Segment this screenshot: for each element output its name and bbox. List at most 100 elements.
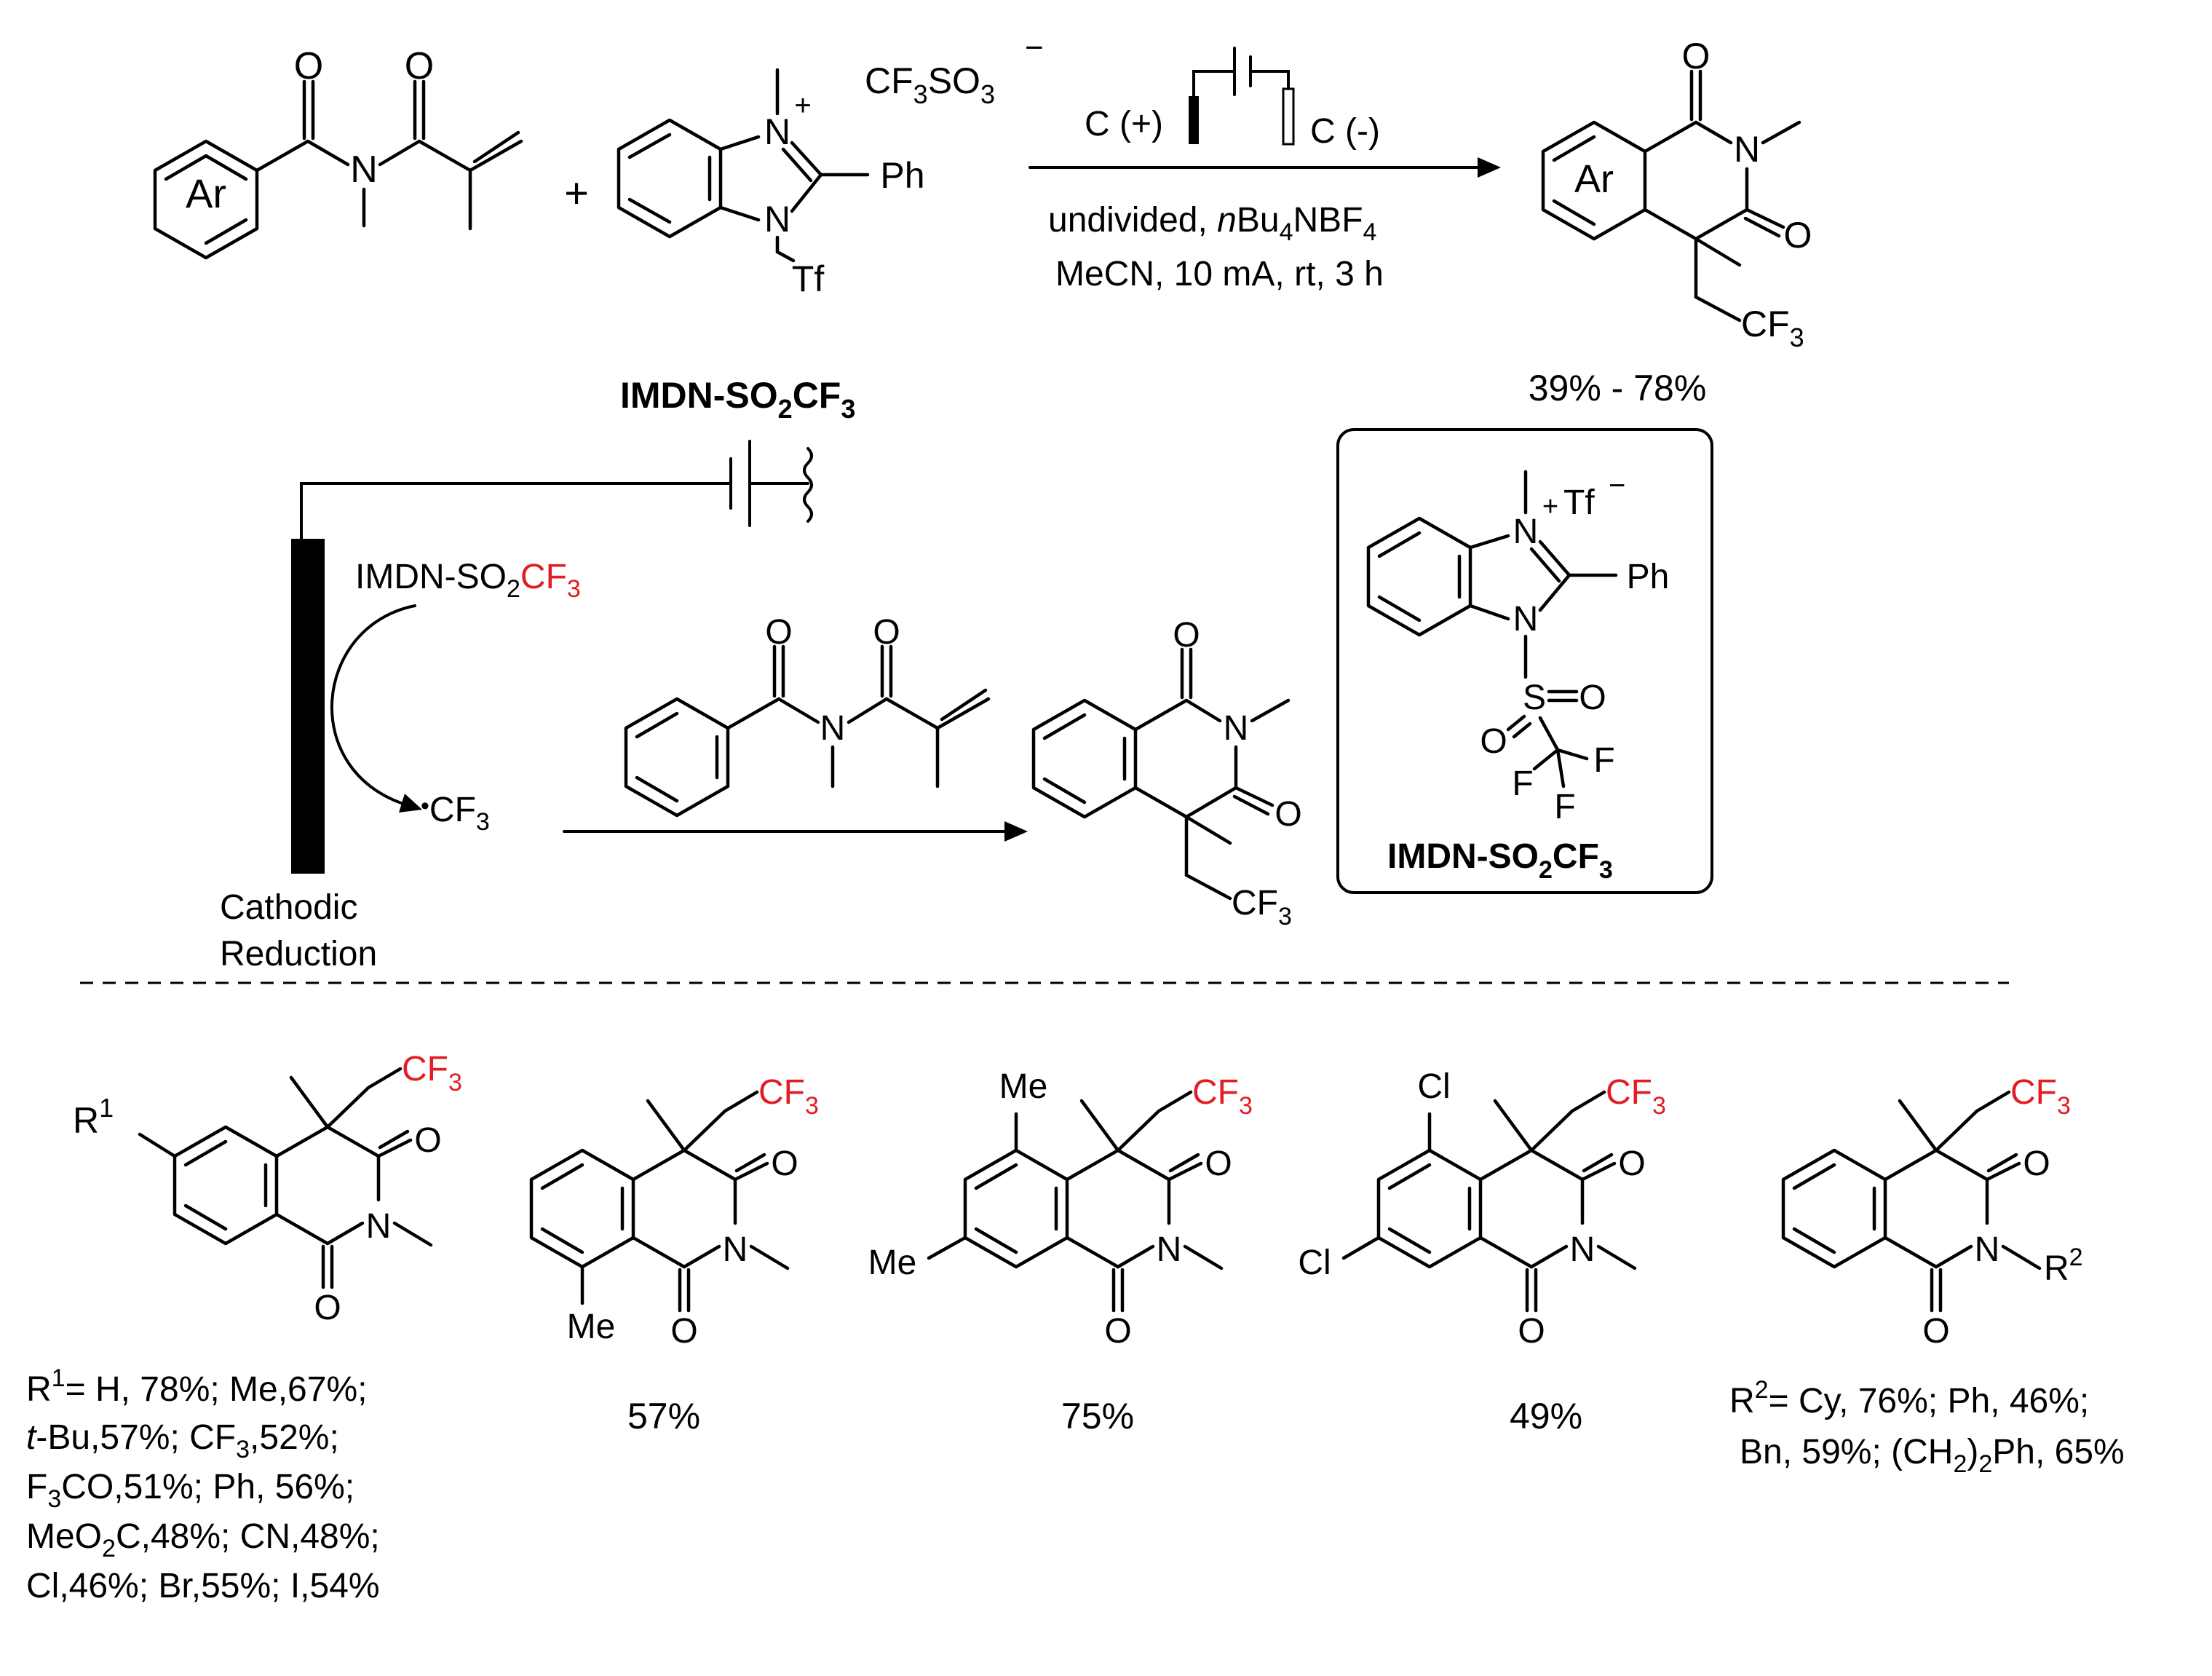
yield-range: 39% - 78% bbox=[1529, 368, 1707, 408]
reagent-phenyl: Ph bbox=[880, 155, 924, 196]
substrate-o1: O bbox=[294, 45, 323, 87]
reagent-name-label: IMDN-SO2CF3 bbox=[620, 375, 855, 424]
box-tf: Tf bbox=[1563, 483, 1595, 522]
product-o-top: O bbox=[1682, 36, 1710, 76]
scope-2-o-bottom: O bbox=[670, 1312, 697, 1351]
scope-2-n: N bbox=[723, 1230, 748, 1269]
scope-2-o-right: O bbox=[771, 1145, 798, 1183]
box-n-charge: + bbox=[1542, 491, 1558, 522]
scope-1-cf3: CF3 bbox=[402, 1050, 462, 1096]
scope-3-o-right: O bbox=[1205, 1145, 1232, 1183]
mechanism-substrate-o1: O bbox=[765, 613, 792, 652]
scope-1-line-4: MeO2C,48%; CN,48%; bbox=[26, 1517, 380, 1562]
reagent-tf: Tf bbox=[792, 258, 825, 299]
box-o-left: O bbox=[1480, 722, 1507, 761]
substrate-structure: Ar O N O bbox=[153, 45, 523, 260]
product-structure: Ar O N O CF3 bbox=[1541, 36, 1812, 352]
scope-4-o-bottom: O bbox=[1518, 1312, 1545, 1351]
scope-3-me-left: Me bbox=[868, 1244, 917, 1282]
scope-1-line-2: t-Bu,57%; CF3,52%; bbox=[26, 1418, 339, 1463]
reagent-n-charge: + bbox=[794, 90, 811, 122]
scope-1-o-bottom: O bbox=[314, 1289, 341, 1327]
box-o-right: O bbox=[1579, 679, 1606, 717]
product-n: N bbox=[1734, 129, 1760, 170]
mechanism-reagent: IMDN-SO2CF3 bbox=[355, 558, 581, 603]
box-sulfur: S bbox=[1523, 679, 1546, 717]
scope-2-yield: 57% bbox=[627, 1396, 700, 1436]
reagent-structure-box: N + Tf − Ph N S O O F F F IMDN-SO2CF3 bbox=[1336, 428, 1713, 894]
box-n-top: N bbox=[1513, 513, 1539, 551]
scope-5-line-1: R2= Cy, 76%; Ph, 46%; bbox=[1729, 1376, 2089, 1420]
scope-4-cf3: CF3 bbox=[1606, 1073, 1666, 1120]
substrate-o2: O bbox=[405, 45, 434, 87]
electrochemical-cell-icon bbox=[1189, 47, 1295, 146]
scope-5-r2: R2 bbox=[2044, 1244, 2083, 1288]
cf3-radical: •CF3 bbox=[421, 791, 490, 836]
mechanism-arrow bbox=[563, 821, 1028, 842]
mechanism-product-o-right: O bbox=[1275, 795, 1301, 834]
mechanism-product-o-top: O bbox=[1173, 616, 1200, 655]
scope-1-line-3: F3CO,51%; Ph, 56%; bbox=[26, 1468, 354, 1513]
plus-sign: + bbox=[564, 170, 589, 217]
box-f-left: F bbox=[1512, 764, 1533, 803]
electron-transfer-arrow bbox=[330, 604, 422, 813]
mechanism-product-structure: O N O CF3 bbox=[1031, 616, 1302, 930]
mechanism-product-cf3: CF3 bbox=[1232, 884, 1292, 930]
anode-label: C (+) bbox=[1085, 105, 1163, 143]
scope-2-cf3: CF3 bbox=[758, 1073, 819, 1120]
scope-3-n: N bbox=[1157, 1230, 1182, 1269]
scope-2-me: Me bbox=[567, 1308, 616, 1346]
scope-1-n: N bbox=[366, 1207, 392, 1246]
reaction-arrow bbox=[1028, 157, 1501, 178]
box-name-label: IMDN-SO2CF3 bbox=[1387, 837, 1613, 884]
scope-4-cl-left: Cl bbox=[1298, 1244, 1331, 1282]
scope-compound-2: Me O N O CF3 57% bbox=[531, 1073, 819, 1436]
mechanism-product-n: N bbox=[1224, 709, 1249, 748]
electrode-label-line-1: Cathodic bbox=[220, 888, 357, 927]
substrate-n: N bbox=[350, 149, 378, 191]
scope-1-line-5: Cl,46%; Br,55%; I,54% bbox=[26, 1567, 380, 1605]
conditions-line-1: undivided, nBu4NBF4 bbox=[1048, 201, 1376, 246]
scope-4-yield: 49% bbox=[1510, 1396, 1582, 1436]
substrate-ring-label: Ar bbox=[186, 170, 226, 216]
scope-compound-4: Cl Cl O N O CF3 49% bbox=[1298, 1067, 1666, 1436]
scope-3-cf3: CF3 bbox=[1192, 1073, 1253, 1120]
scope-5-n: N bbox=[1975, 1230, 2000, 1269]
scope-compound-5: O N R2 O CF3 R2= Cy, 76%; Ph, 46%; Bn, 5… bbox=[1729, 1073, 2125, 1478]
scope-4-cl-top: Cl bbox=[1417, 1067, 1450, 1106]
scope-5-o-right: O bbox=[2023, 1145, 2050, 1183]
reagent-n-bottom: N bbox=[764, 199, 790, 240]
scope-3-o-bottom: O bbox=[1104, 1312, 1131, 1351]
box-n-bottom: N bbox=[1513, 600, 1539, 639]
box-tf-charge: − bbox=[1609, 470, 1625, 502]
scope-5-o-bottom: O bbox=[1922, 1312, 1949, 1351]
scope-4-o-right: O bbox=[1618, 1145, 1645, 1183]
product-cf3: CF3 bbox=[1741, 304, 1804, 352]
cathode-label: C (-) bbox=[1310, 112, 1380, 151]
product-ring-label: Ar bbox=[1574, 157, 1614, 201]
cathode-electrode-icon bbox=[291, 440, 813, 874]
scope-1-o-right: O bbox=[414, 1121, 441, 1160]
mechanism-substrate-n: N bbox=[820, 709, 846, 748]
conditions-line-2: MeCN, 10 mA, rt, 3 h bbox=[1055, 255, 1384, 293]
scope-3-yield: 75% bbox=[1061, 1396, 1134, 1436]
reagent-counterion: CF3SO3 bbox=[865, 60, 995, 109]
reagent-n-top: N bbox=[764, 111, 790, 152]
scope-3-me-top: Me bbox=[999, 1067, 1048, 1106]
scope-4-n: N bbox=[1570, 1230, 1595, 1269]
reagent-counterion-charge: − bbox=[1025, 30, 1044, 66]
mechanism-substrate-o2: O bbox=[873, 613, 900, 652]
box-f-right: F bbox=[1593, 741, 1614, 780]
scope-1-substituent: R1 bbox=[73, 1093, 114, 1141]
mechanism-substrate-structure: O N O bbox=[624, 613, 991, 818]
scope-5-line-2: Bn, 59%; (CH2)2Ph, 65% bbox=[1740, 1433, 2125, 1478]
electrode-label-line-2: Reduction bbox=[220, 935, 377, 973]
box-phenyl: Ph bbox=[1627, 558, 1670, 596]
scope-compound-3: Me Me O N O CF3 75% bbox=[868, 1067, 1253, 1436]
scope-compound-1: R1 O N O CF3 R1= H, 78%; Me,67%; t-Bu,57… bbox=[26, 1050, 462, 1605]
scope-1-line-1: R1= H, 78%; Me,67%; bbox=[26, 1364, 367, 1409]
product-o-right: O bbox=[1784, 215, 1812, 256]
scope-5-cf3: CF3 bbox=[2010, 1073, 2071, 1120]
box-f-bottom: F bbox=[1554, 788, 1575, 826]
